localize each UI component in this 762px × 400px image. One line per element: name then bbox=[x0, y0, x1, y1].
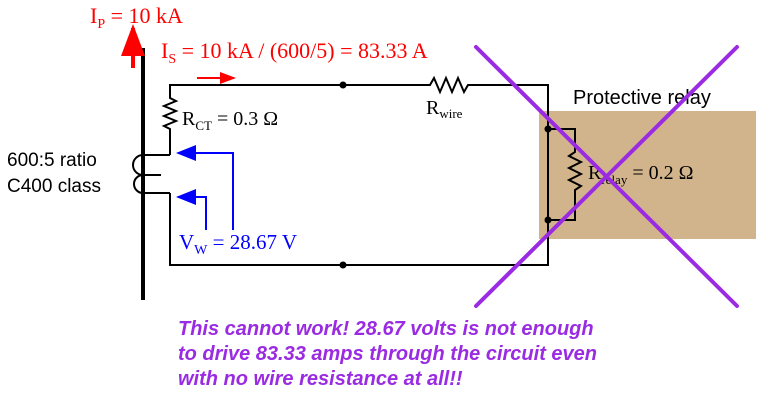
secondary-current-label: IS = 10 kA / (600/5) = 83.33 A bbox=[161, 38, 428, 67]
junction-dots bbox=[339, 81, 552, 269]
circuit-wiring bbox=[161, 75, 549, 266]
ct-ratio-label: 600:5 ratio bbox=[7, 150, 97, 171]
ct-class-label: C400 class bbox=[7, 176, 101, 197]
note-line: with no wire resistance at all!! bbox=[178, 368, 463, 390]
rwire-label: Rwire bbox=[426, 97, 463, 121]
note-line: to drive 83.33 amps through the circuit … bbox=[178, 343, 598, 365]
primary-current-label: IP = 10 kA bbox=[90, 3, 183, 32]
vw-label: VW = 28.67 V bbox=[179, 230, 297, 258]
protective-relay-label: Protective relay bbox=[573, 87, 711, 109]
cross-out-mark bbox=[474, 45, 739, 308]
relay-resistor bbox=[548, 128, 584, 221]
note-line: This cannot work! 28.67 volts is not eno… bbox=[178, 318, 594, 340]
voltage-arrow-top bbox=[176, 145, 234, 230]
voltage-arrow-bottom bbox=[176, 189, 207, 230]
warning-note: This cannot work! 28.67 volts is not eno… bbox=[178, 317, 597, 392]
rct-label: RCT = 0.3 Ω bbox=[182, 108, 278, 133]
